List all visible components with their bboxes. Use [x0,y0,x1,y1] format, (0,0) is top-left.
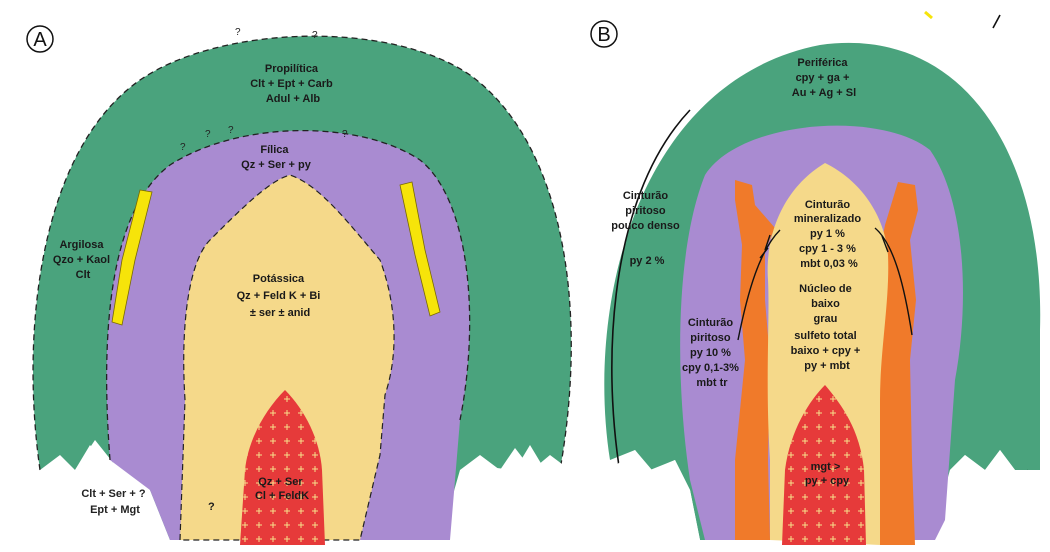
question-mark: ? [235,27,241,38]
peripheral-label: Periférica cpy + ga + Au + Ag + Sl [792,57,856,99]
peripheral-outline-right [993,15,1000,28]
question-mark: ? [205,129,211,140]
potassic-question-mark: ? [208,501,215,513]
panel-b: B Periférica cpy + ga + Au + Ag + Sl Cin… [591,12,1040,545]
peripheral-outline-top [925,12,932,18]
question-mark: ? [312,30,318,41]
panel-b-letter: B [597,24,610,46]
question-mark: ? [228,125,234,136]
question-mark: ? [180,142,186,153]
question-mark: ? [342,129,348,140]
panel-a: A ? ? ? ? ? ? Propilítica Clt + Ept + Ca… [27,26,571,545]
panel-a-letter: A [33,29,47,51]
